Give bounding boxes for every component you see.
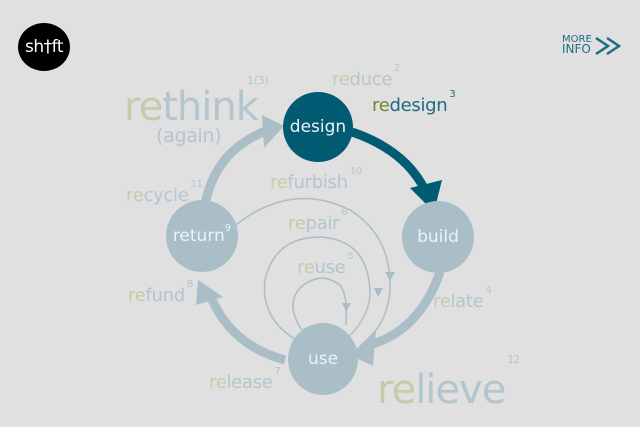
word-reuse: reuse5 xyxy=(297,251,354,278)
arrow-design-to-build xyxy=(350,127,430,193)
word-rethink: rethink xyxy=(124,84,259,130)
word-redesign: redesign3 xyxy=(372,89,456,116)
return-number: 9 xyxy=(224,222,232,234)
word-recycle: recycle11 xyxy=(126,179,203,206)
return-label: return xyxy=(172,226,225,246)
more-info-link[interactable]: MORE INFO xyxy=(562,34,592,56)
arrow-use-to-return xyxy=(205,293,287,365)
word-reduce: reduce2 xyxy=(332,63,401,90)
word-release: release7 xyxy=(209,366,281,393)
word-refurbish: refurbish10 xyxy=(270,166,362,193)
node-use[interactable]: use xyxy=(288,323,358,395)
arrowhead-design xyxy=(262,115,284,148)
rethink-again: (again) xyxy=(156,125,222,147)
repair-loop xyxy=(263,236,371,343)
info-label: INFO xyxy=(562,42,591,56)
arrowhead-return xyxy=(196,280,223,305)
node-design[interactable]: design xyxy=(283,92,353,162)
double-chevron-right-icon[interactable] xyxy=(594,36,624,56)
node-build[interactable]: build xyxy=(402,201,474,273)
shift-logo[interactable]: sh†ft xyxy=(18,23,70,71)
word-refund: refund8 xyxy=(128,279,193,306)
arrow-build-to-use xyxy=(368,270,445,350)
arrow-return-to-design xyxy=(200,125,270,206)
word-relieve: relieve12 xyxy=(377,353,520,413)
reuse-loop xyxy=(292,277,348,331)
more-label: MORE xyxy=(562,34,592,45)
word-repair: repair6 xyxy=(288,207,348,234)
rethink-number: 1(3) xyxy=(247,74,269,87)
word-relate: relate4 xyxy=(433,285,492,312)
refurbish-loop xyxy=(231,197,391,343)
